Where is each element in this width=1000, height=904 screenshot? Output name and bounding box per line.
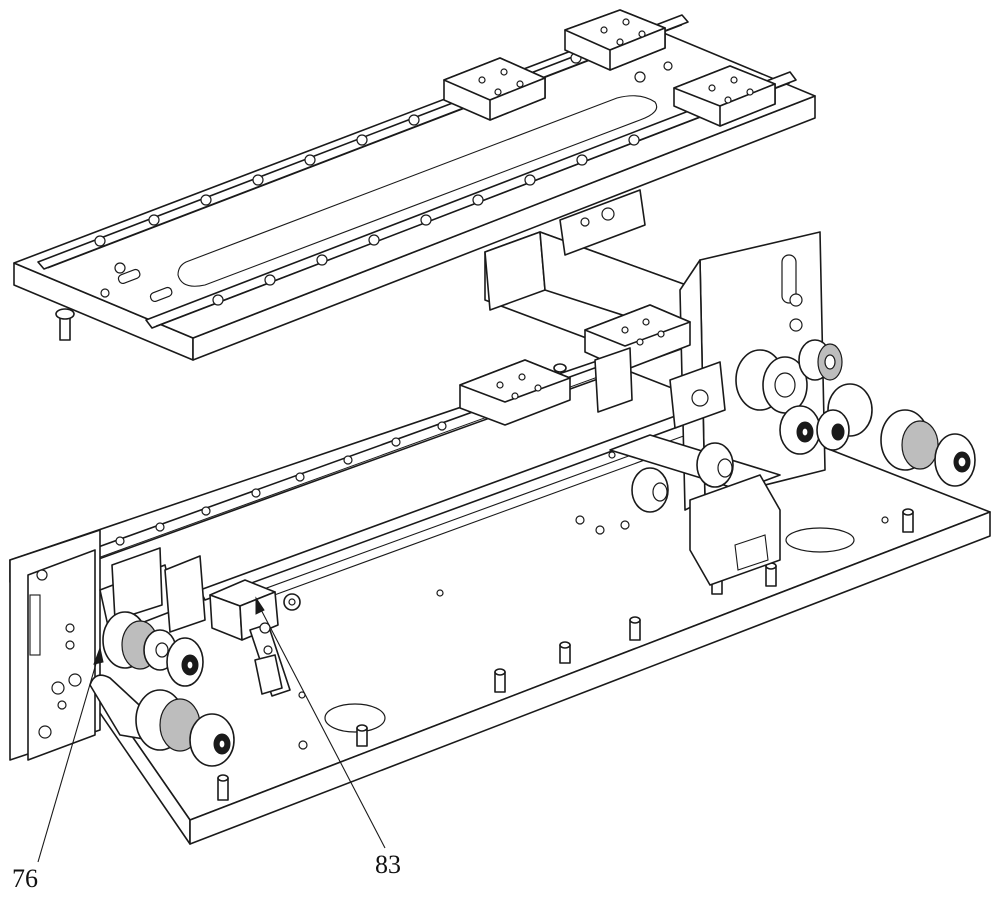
loose-screw (55, 308, 75, 341)
center-carriage (459, 304, 781, 586)
callout-83: 83 (375, 850, 401, 879)
upper-plate-slot (177, 95, 658, 287)
base-hole-left (324, 703, 386, 733)
leader-arrow-76 (93, 646, 104, 665)
leader-arrow-83 (255, 596, 265, 615)
upper-rail-2-groove (155, 82, 791, 327)
base-rail-groove (47, 339, 701, 577)
upper-carriage-blocks (443, 9, 776, 127)
sensor-bracket-block (209, 579, 301, 697)
callout-76: 76 (12, 864, 38, 893)
left-end-assembly (9, 529, 206, 761)
left-pulleys (89, 611, 235, 767)
end-plate-slot (781, 254, 797, 304)
leader-line-76 (37, 649, 101, 863)
upper-rail-1-groove (47, 24, 683, 269)
leader-line-83 (255, 599, 386, 849)
upper-plate-assembly (13, 9, 816, 361)
base-hole-right (785, 527, 855, 553)
base-plate-side (189, 511, 991, 845)
right-pulleys (553, 339, 976, 513)
upper-plate-top (13, 23, 816, 339)
